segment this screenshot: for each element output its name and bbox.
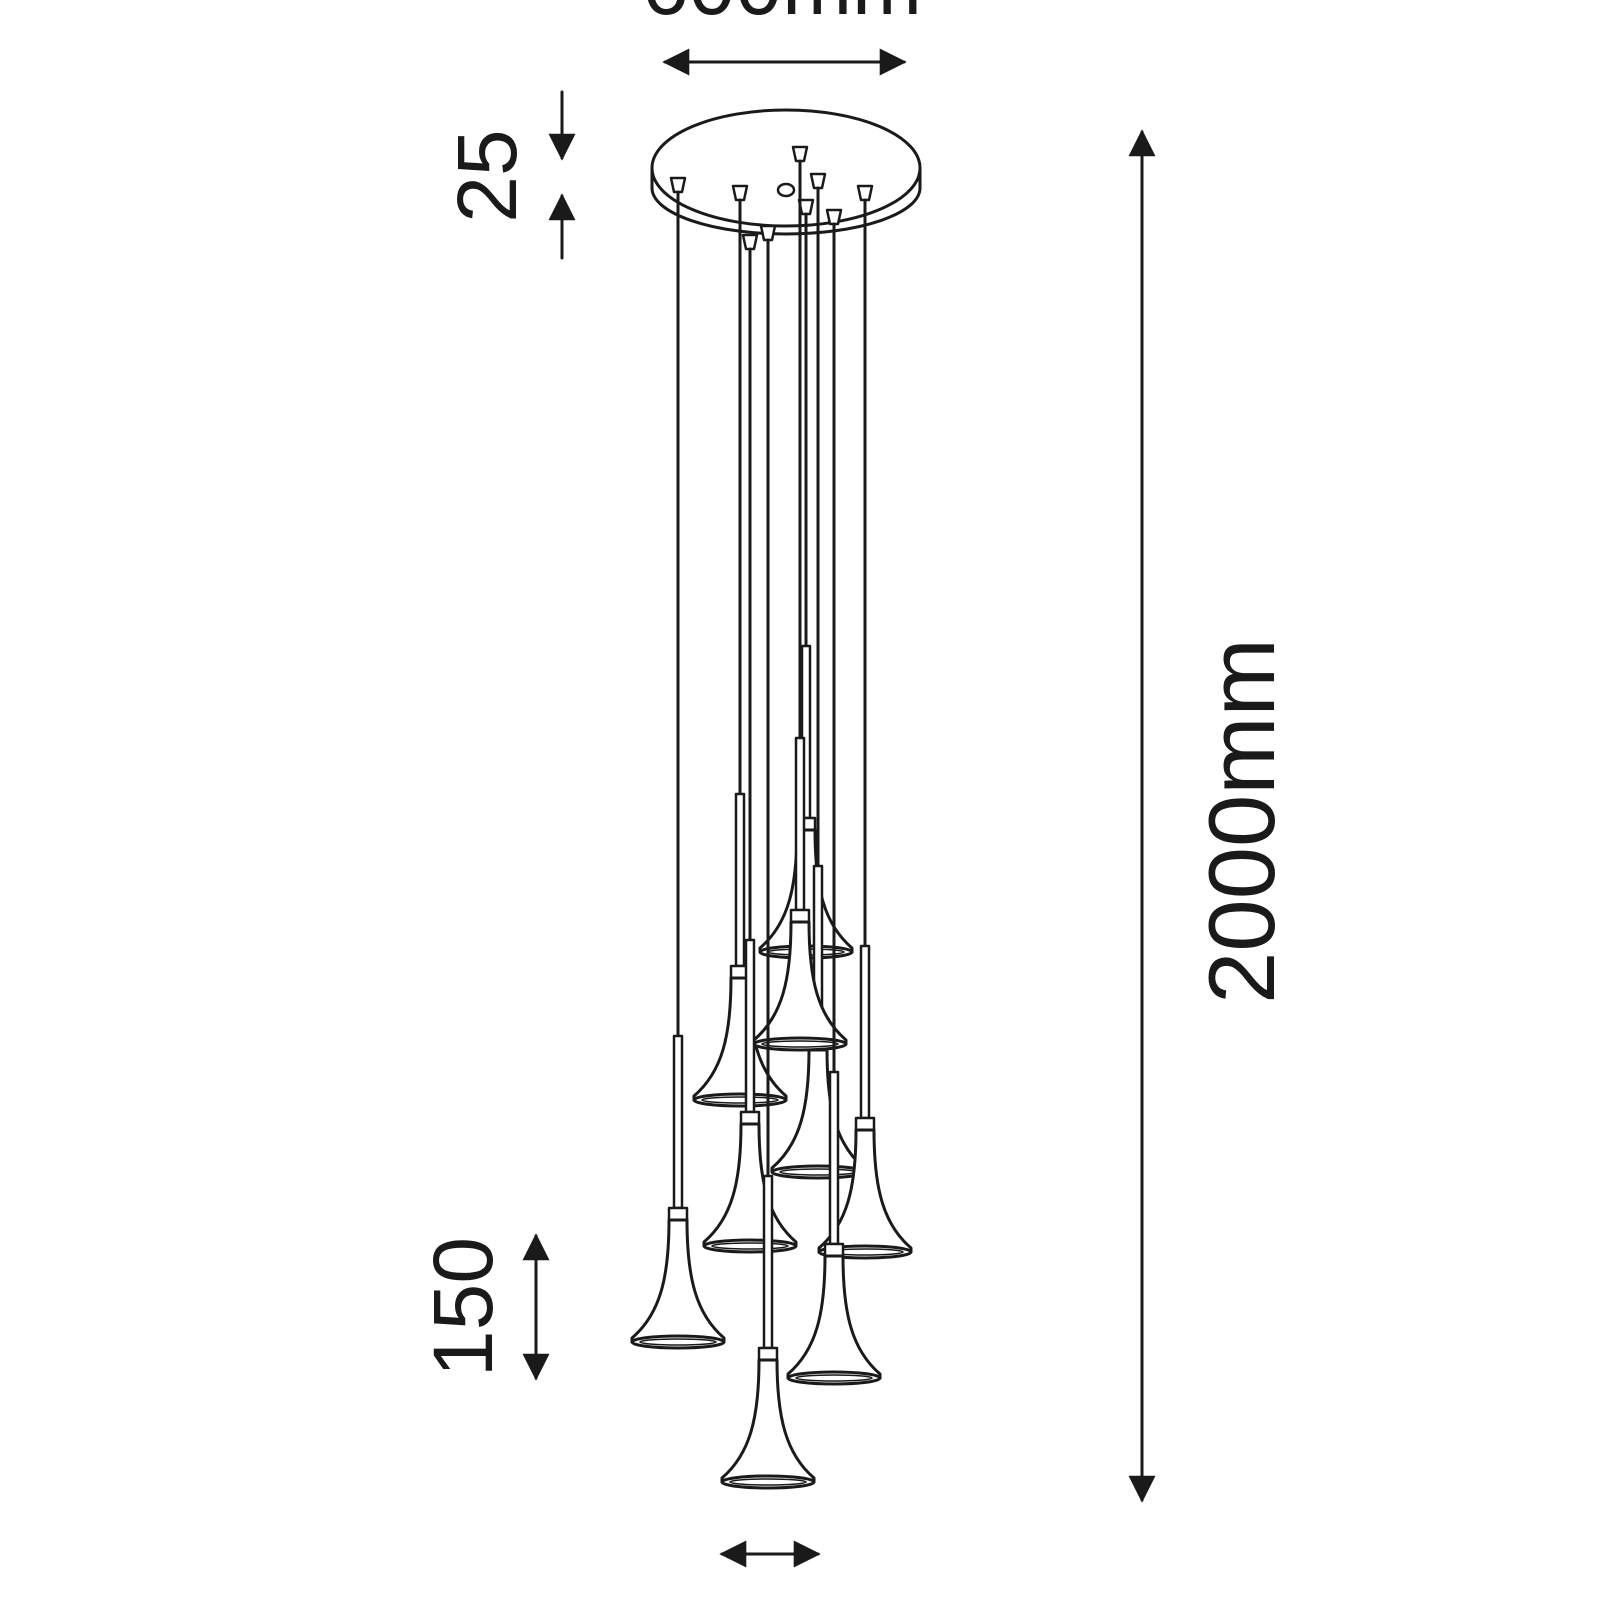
shade-rim bbox=[770, 1164, 866, 1180]
pendant bbox=[786, 208, 882, 1386]
pendant-stem bbox=[794, 736, 806, 912]
shade-height-label: 150 bbox=[416, 1237, 510, 1377]
shade-diffuser bbox=[795, 1374, 873, 1382]
pendant-stem bbox=[734, 792, 746, 968]
shade-diffuser bbox=[639, 1338, 717, 1346]
cable-grip bbox=[791, 145, 809, 163]
pendant bbox=[692, 184, 788, 1108]
canopy-mounting-hole bbox=[776, 182, 796, 198]
cable-grip bbox=[669, 176, 687, 194]
pendant-shade bbox=[770, 1048, 866, 1174]
pendant-collar bbox=[789, 908, 811, 924]
cable-grip bbox=[809, 172, 827, 190]
canopy-side bbox=[650, 166, 922, 236]
pendant-collar bbox=[667, 1206, 689, 1222]
pendant-stem bbox=[672, 1034, 684, 1210]
pendant bbox=[758, 198, 854, 960]
pendant bbox=[630, 176, 726, 1350]
pendant bbox=[720, 224, 816, 1490]
pendant-collar bbox=[757, 1346, 779, 1362]
cable-grip bbox=[825, 208, 843, 226]
pendant-stem bbox=[744, 938, 756, 1114]
shade-diffuser bbox=[761, 1040, 839, 1048]
pendant-collar bbox=[823, 1242, 845, 1258]
pendant-group bbox=[630, 145, 913, 1490]
pendant bbox=[817, 184, 913, 1260]
canopy-height-dimension: 25 bbox=[440, 90, 576, 260]
shade-diameter-dimension: 100 bbox=[700, 1540, 840, 1600]
pendant-shade bbox=[786, 1254, 882, 1380]
pendant-stem bbox=[828, 1070, 840, 1246]
total-height-label: 2000mm bbox=[1189, 638, 1294, 1004]
cable-grip bbox=[731, 184, 749, 202]
cable-grip bbox=[741, 233, 759, 251]
pendant bbox=[752, 145, 848, 1052]
pendant-collar bbox=[854, 1116, 876, 1132]
pendant-stem bbox=[762, 1174, 774, 1350]
shade-diffuser bbox=[711, 1242, 789, 1250]
pendant-stem bbox=[859, 944, 871, 1120]
ceiling-canopy bbox=[650, 108, 922, 236]
shade-height-dimension: 150 bbox=[416, 1233, 550, 1381]
pendant-collar bbox=[739, 1110, 761, 1126]
shade-diffuser bbox=[701, 1096, 779, 1104]
cable-grip bbox=[759, 224, 777, 242]
shade-rim bbox=[786, 1370, 882, 1386]
canopy-top bbox=[650, 108, 922, 228]
shade-rim bbox=[692, 1092, 788, 1108]
canopy-width-label: 600mm bbox=[642, 0, 922, 32]
shade-rim bbox=[630, 1334, 726, 1350]
pendant bbox=[770, 172, 866, 1180]
shade-rim bbox=[702, 1238, 798, 1254]
canopy-height-label: 25 bbox=[440, 129, 534, 222]
cable-grip bbox=[856, 184, 874, 202]
canopy-width-dimension: 600mm bbox=[642, 0, 922, 76]
shade-rim bbox=[720, 1474, 816, 1490]
total-height-dimension: 2000mm bbox=[1128, 129, 1294, 1503]
shade-diffuser bbox=[729, 1478, 807, 1486]
shade-diameter-label: 100 bbox=[700, 1584, 840, 1600]
pendant-shade bbox=[702, 1122, 798, 1248]
